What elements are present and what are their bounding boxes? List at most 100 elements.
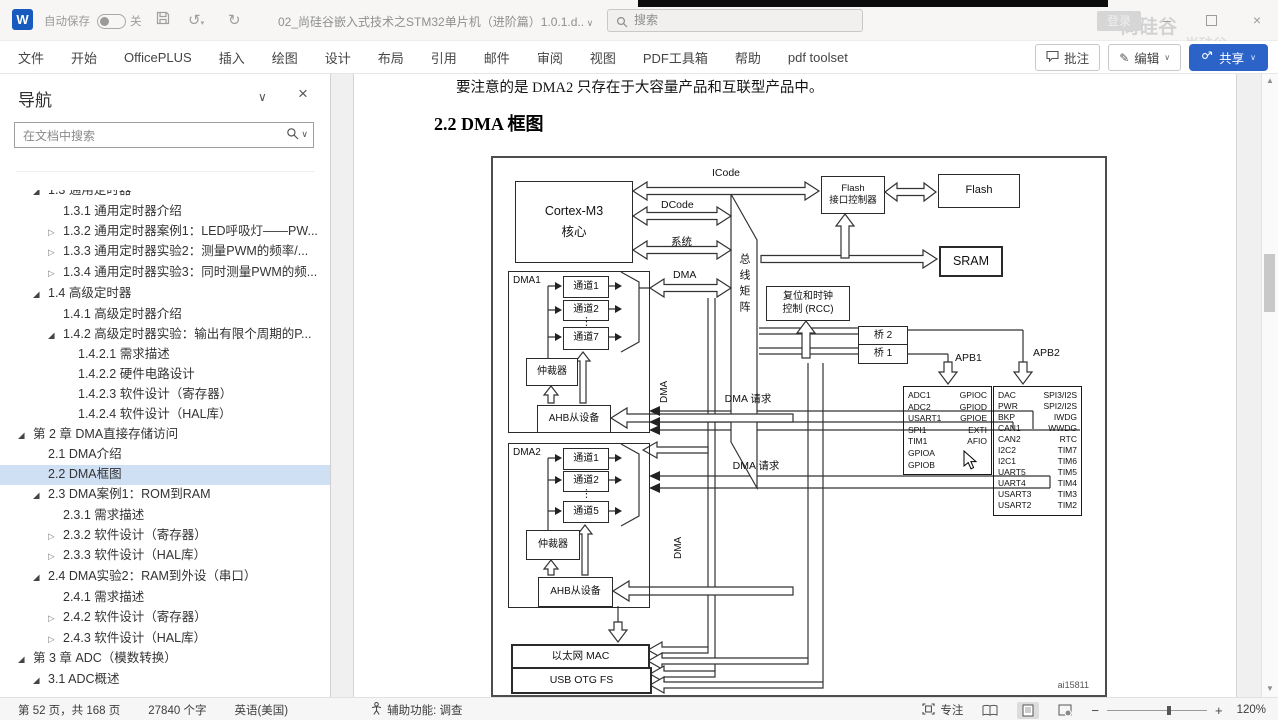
chevron-down-icon[interactable]: ∨ xyxy=(301,129,308,139)
expand-arrow-icon[interactable] xyxy=(33,486,48,506)
dma2-channel2-box: 通道2 xyxy=(563,471,609,492)
nav-tree-item[interactable]: 1.4.2.3 软件设计（寄存器） xyxy=(78,386,233,401)
document-title[interactable]: 02_尚硅谷嵌入式技术之STM32单片机（进阶篇）1.0.1.d.. xyxy=(278,13,608,30)
read-mode-button[interactable] xyxy=(977,702,1003,719)
menu-tab[interactable]: 邮件 xyxy=(483,50,510,66)
menu-tab[interactable]: 开始 xyxy=(71,50,98,66)
nav-tree-item[interactable]: 1.4.2.4 软件设计（HAL库） xyxy=(78,406,232,421)
nav-tree-item[interactable]: 1.4.2.2 硬件电路设计 xyxy=(78,367,195,382)
vertical-scrollbar[interactable]: ▲ ▼ xyxy=(1261,74,1278,697)
word-count[interactable]: 27840 个字 xyxy=(148,705,207,717)
save-icon[interactable] xyxy=(156,11,170,29)
nav-tree-item[interactable]: 1.3.3 通用定时器实验2：测量PWM的频率/... xyxy=(0,242,330,263)
expand-arrow-icon[interactable] xyxy=(33,568,48,588)
peripheral-label: USART2 xyxy=(998,500,1032,511)
system-bus-label: 系统 xyxy=(671,236,692,248)
document-page[interactable]: 要注意的是 DMA2 只存在于大容量产品和互联型产品中。 2.2 DMA 框图 xyxy=(353,74,1237,697)
nav-tree-item[interactable]: 1.4.2 高级定时器实验：输出有限个周期的P... xyxy=(0,325,330,346)
menu-tab[interactable]: 设计 xyxy=(324,50,351,66)
expand-arrow-icon[interactable] xyxy=(48,326,63,346)
redo-icon[interactable]: ↻ xyxy=(228,12,241,29)
nav-tree-item[interactable]: 2.2 DMA框图 xyxy=(0,465,330,485)
menu-tab[interactable]: 审阅 xyxy=(536,50,563,66)
undo-icon[interactable]: ↺▾ xyxy=(188,12,205,29)
menu-tab[interactable]: 文件 xyxy=(18,50,45,66)
expand-arrow-icon[interactable] xyxy=(48,527,63,547)
nav-tree-item[interactable]: 2.4.1 需求描述 xyxy=(63,589,145,604)
nav-tree-item[interactable]: 2.3 DMA案例1：ROM到RAM xyxy=(0,485,330,506)
nav-tree-item[interactable]: 2.3.3 软件设计（HAL库） xyxy=(0,546,330,567)
expand-arrow-icon[interactable] xyxy=(33,671,48,691)
expand-arrow-icon[interactable] xyxy=(48,223,63,243)
peripheral-label: TIM4 xyxy=(1057,478,1077,489)
menu-tab[interactable]: pdf toolset xyxy=(787,49,848,65)
nav-tree-item[interactable]: 第 2 章 DMA直接存储访问 xyxy=(0,425,330,446)
menu-tab[interactable]: 布局 xyxy=(377,50,404,66)
expand-arrow-icon[interactable] xyxy=(48,630,63,650)
zoom-out-button[interactable]: − xyxy=(1091,702,1099,718)
nav-tree-item[interactable]: 2.1 DMA介绍 xyxy=(48,447,122,462)
zoom-slider[interactable] xyxy=(1106,705,1207,715)
menu-tab[interactable]: 引用 xyxy=(430,50,457,66)
expand-arrow-icon[interactable] xyxy=(33,190,48,202)
nav-tree-item[interactable]: 1.4 高级定时器 xyxy=(0,284,330,305)
zoom-in-button[interactable]: + xyxy=(1214,702,1223,718)
autosave-toggle[interactable] xyxy=(97,14,126,29)
expand-arrow-icon[interactable] xyxy=(18,650,33,670)
nav-tree-item[interactable]: 2.4.3 软件设计（HAL库） xyxy=(0,629,330,650)
zoom-level[interactable]: 120% xyxy=(1236,704,1266,716)
expand-arrow-icon[interactable] xyxy=(48,243,63,263)
nav-tree-item[interactable]: 2.3.2 软件设计（寄存器） xyxy=(0,526,330,547)
menu-tab[interactable]: PDF工具箱 xyxy=(642,50,708,66)
expand-arrow-icon[interactable] xyxy=(18,426,33,446)
scroll-up-icon[interactable]: ▲ xyxy=(1266,76,1274,85)
close-button[interactable]: × xyxy=(1252,12,1262,28)
web-layout-button[interactable] xyxy=(1053,702,1077,719)
nav-tree-item[interactable]: 1.4.2.1 需求描述 xyxy=(78,347,170,362)
focus-mode-button[interactable]: 专注 xyxy=(922,702,963,718)
nav-tree-item[interactable]: 1.3 通用定时器 xyxy=(0,190,330,202)
nav-tree-item[interactable]: 1.3.4 通用定时器实验3：同时测量PWM的频... xyxy=(0,263,330,284)
nav-tree-item[interactable]: 3.1 ADC概述 xyxy=(0,670,330,691)
expand-arrow-icon[interactable] xyxy=(33,285,48,305)
page-indicator[interactable]: 第 52 页，共 168 页 xyxy=(18,705,121,717)
comments-button[interactable]: 批注 xyxy=(1035,44,1101,71)
scrollbar-thumb[interactable] xyxy=(1264,254,1275,312)
search-icon[interactable] xyxy=(286,127,299,142)
zoom-slider-thumb[interactable] xyxy=(1166,705,1171,715)
focus-icon xyxy=(922,702,935,718)
edit-mode-button[interactable]: ✎ 编辑 ∨ xyxy=(1108,44,1182,71)
menu-tab[interactable]: 视图 xyxy=(589,50,616,66)
nav-tree-item[interactable]: 2.4 DMA实验2：RAM到外设（串口） xyxy=(0,567,330,588)
accessibility-status[interactable]: 辅助功能: 调查 xyxy=(371,702,463,718)
menu-tab[interactable]: 帮助 xyxy=(734,50,761,66)
print-layout-button[interactable] xyxy=(1017,701,1040,719)
menu-tab[interactable]: 绘图 xyxy=(271,50,298,66)
nav-tree-item[interactable]: 第 3 章 ADC（模数转换） xyxy=(0,649,330,670)
word-logo[interactable]: W xyxy=(12,9,33,30)
login-button[interactable]: 登录 xyxy=(1097,11,1141,31)
nav-search-input[interactable]: 在文档中搜索 ∨ xyxy=(14,122,314,148)
close-icon[interactable]: × xyxy=(298,84,308,103)
peripheral-label: IWDG xyxy=(1053,412,1077,423)
search-placeholder: 搜索 xyxy=(634,13,659,27)
scroll-down-icon[interactable]: ▼ xyxy=(1266,684,1274,693)
nav-tree-item[interactable]: 1.3.1 通用定时器介绍 xyxy=(63,203,182,218)
menu-tab[interactable]: 插入 xyxy=(218,50,245,66)
menu-tab[interactable]: OfficePLUS xyxy=(124,49,192,65)
share-button[interactable]: 共享 ∨ xyxy=(1189,44,1268,71)
nav-tree-item[interactable]: 1.4.1 高级定时器介绍 xyxy=(63,306,182,321)
titlebar-search-box[interactable]: 搜索 xyxy=(607,9,863,32)
peripheral-label: TIM2 xyxy=(1057,500,1077,511)
nav-tree-item[interactable]: 2.4.2 软件设计（寄存器） xyxy=(0,608,330,629)
expand-arrow-icon[interactable] xyxy=(48,264,63,284)
ellipsis: ⋮ xyxy=(581,488,592,500)
expand-arrow-icon[interactable] xyxy=(48,547,63,567)
restore-button[interactable] xyxy=(1194,8,1228,32)
minimize-button[interactable]: – xyxy=(1163,12,1171,28)
language-indicator[interactable]: 英语(美国) xyxy=(234,705,289,717)
nav-tree-item[interactable]: 1.3.2 通用定时器案例1：LED呼吸灯——PW... xyxy=(0,222,330,243)
nav-tree-item[interactable]: 2.3.1 需求描述 xyxy=(63,507,145,522)
chevron-down-icon[interactable]: ∨ xyxy=(258,90,267,104)
expand-arrow-icon[interactable] xyxy=(48,609,63,629)
